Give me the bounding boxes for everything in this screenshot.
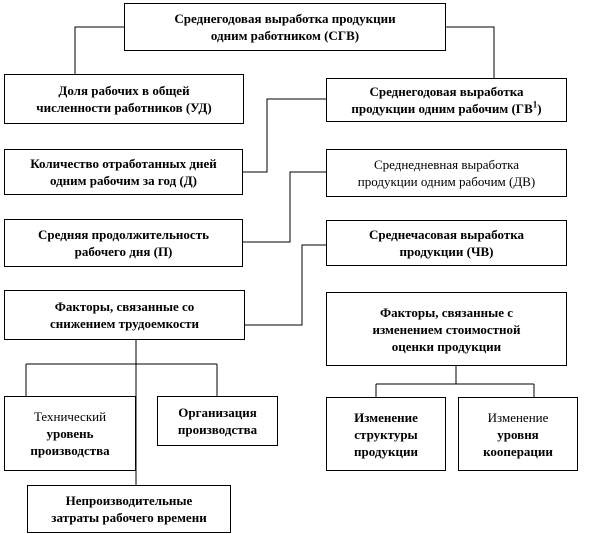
box-sgv: Среднегодовая выработка продукции одним … — [124, 3, 446, 51]
box-struct: Изменение структуры продукции — [326, 397, 446, 471]
connector-sgv-gv1 — [445, 26, 495, 78]
connector-chv-labor — [245, 244, 326, 326]
box-labor: Факторы, связанные со снижением трудоемк… — [4, 290, 245, 340]
box-coop: Изменение уровня кооперации — [458, 397, 578, 471]
connector-dv-p — [243, 171, 326, 243]
box-d: Количество отработанных дней одним рабоч… — [4, 149, 243, 195]
box-waste: Непроизводительные затраты рабочего врем… — [27, 485, 231, 533]
box-cost: Факторы, связанные с изменением стоимост… — [326, 292, 567, 366]
box-p: Средняя продолжительность рабочего дня (… — [4, 219, 243, 267]
connector-gv1-d — [243, 98, 326, 173]
box-gv1: Среднегодовая выработка продукции одним … — [326, 78, 567, 122]
box-chv: Среднечасовая выработка продукции (ЧВ) — [326, 220, 567, 266]
box-org: Организация производства — [157, 396, 278, 446]
box-tech: Технический уровень производства — [4, 396, 136, 471]
connector-sgv-ud — [74, 26, 124, 74]
box-ud: Доля рабочих в общей численности работни… — [4, 74, 244, 124]
box-dv: Среднедневная выработка продукции одним … — [326, 149, 567, 197]
